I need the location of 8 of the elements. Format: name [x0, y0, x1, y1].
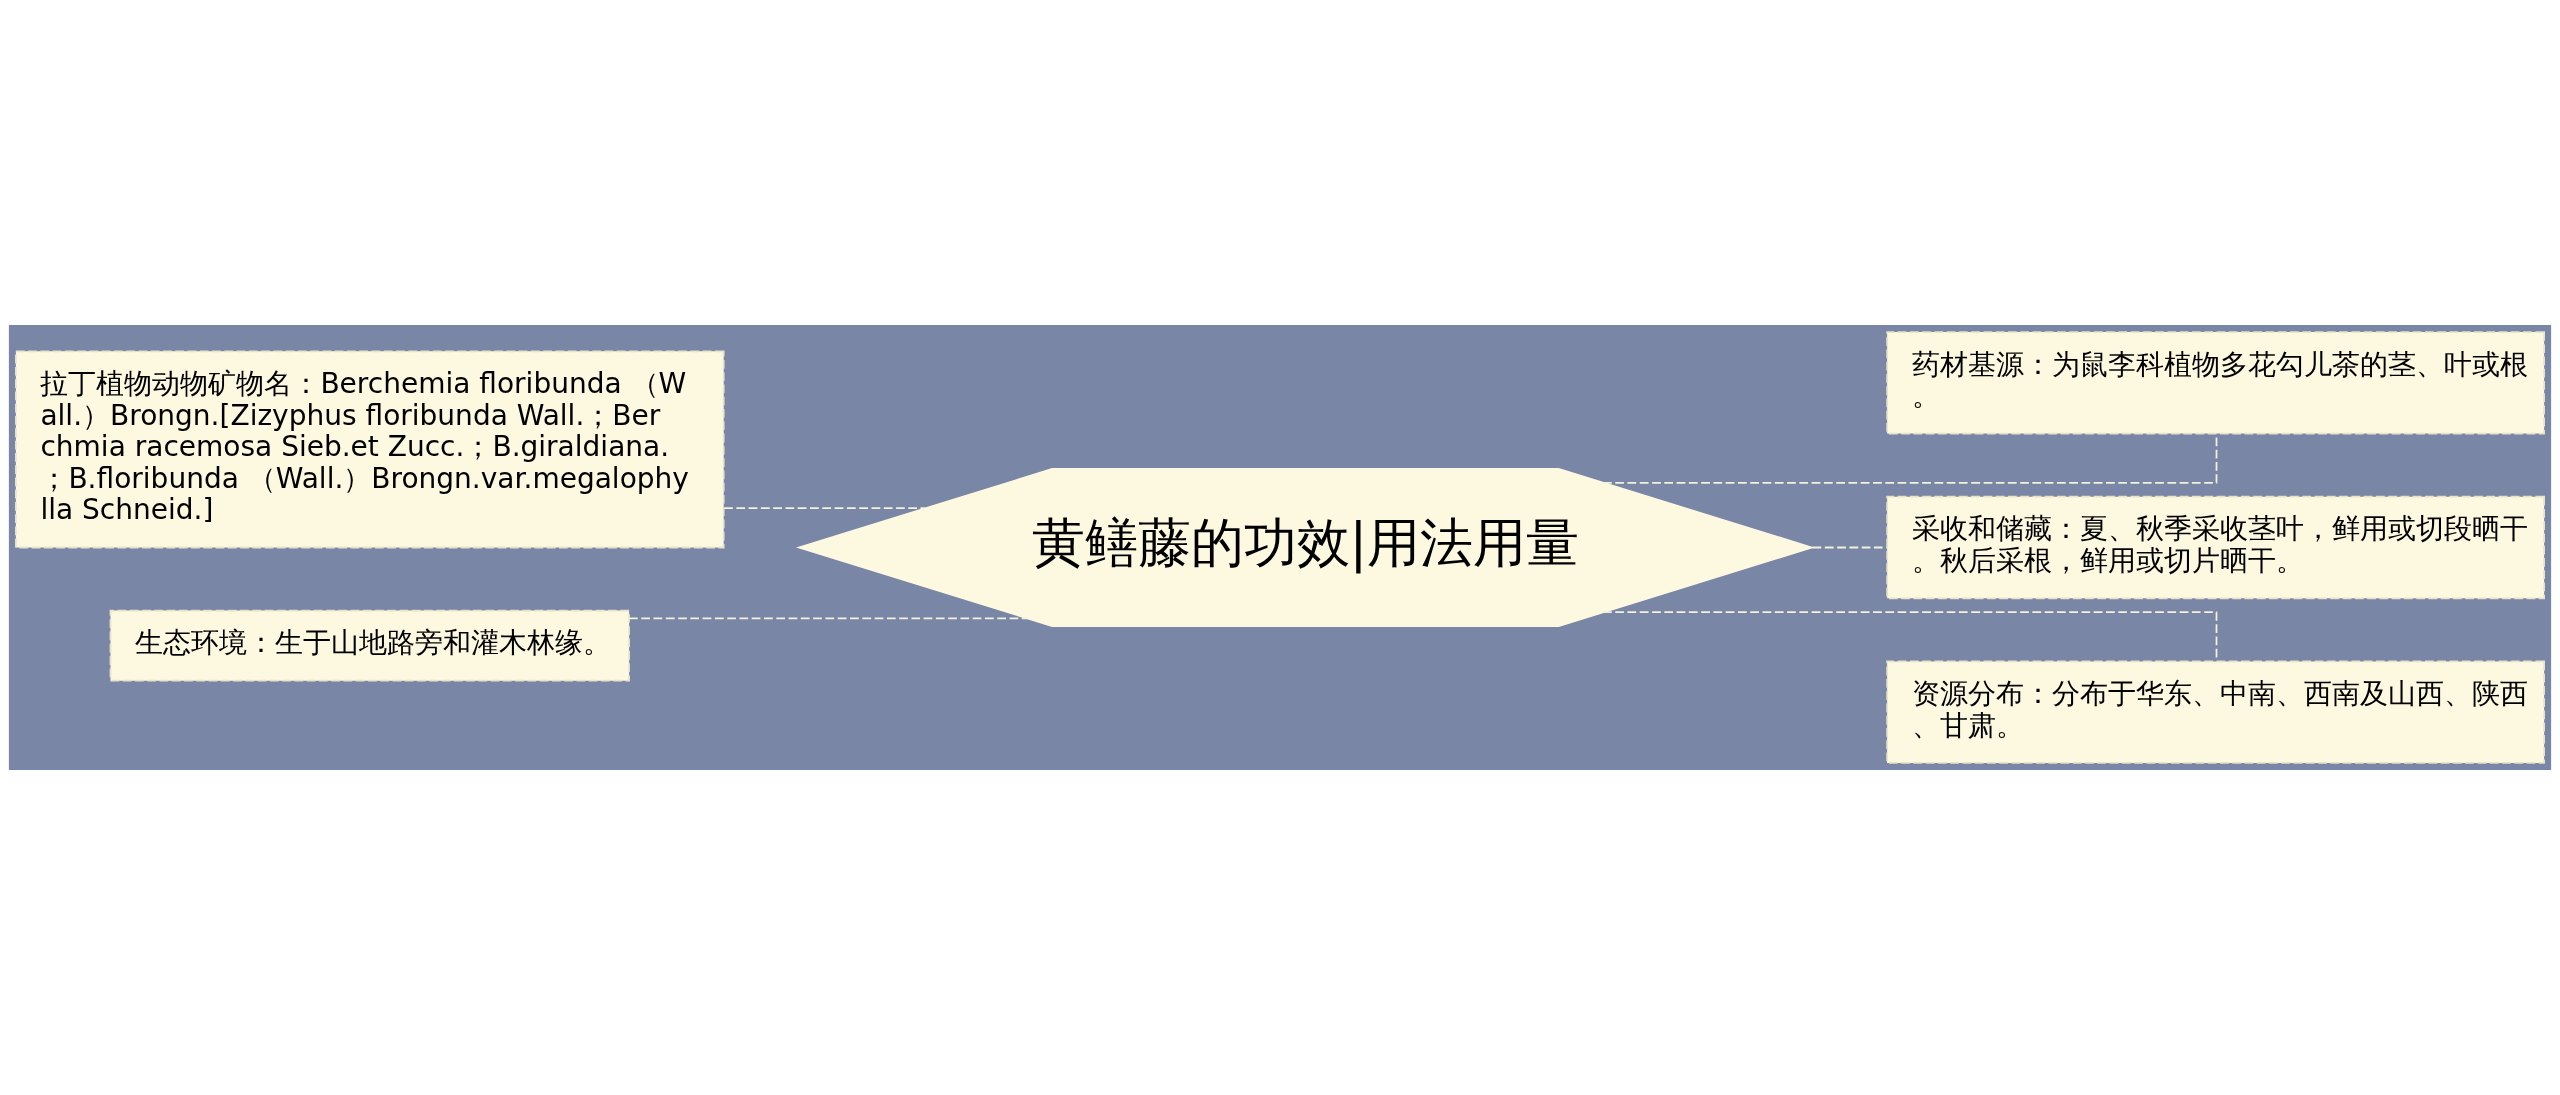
node-box: 资源分布：分布于华东、中南、西南及山西、陕西、甘肃。: [1886, 660, 2545, 764]
node-box: 生态环境：生于山地路旁和灌木林缘。: [109, 609, 630, 682]
connector: [723, 507, 926, 510]
connector: [1811, 546, 1888, 549]
node-box: 药材基源：为鼠李科植物多花勾儿茶的茎、叶或根。: [1886, 331, 2545, 435]
connector: [628, 617, 1029, 620]
node-box: 拉丁植物动物矿物名：Berchemia floribunda （Wall.）Brongn.[Zizyphus floribunda Wall.；Berchmia racemosa Sieb.et Zucc.；B.giraldiana.；B.floribunda （Wall.）Brongn.var.megalophylla Schneid.]: [15, 350, 725, 549]
node-box: 采收和储藏：夏、秋季采收茎叶，鲜用或切段晒干。秋后采根，鲜用或切片晒干。: [1886, 495, 2545, 600]
